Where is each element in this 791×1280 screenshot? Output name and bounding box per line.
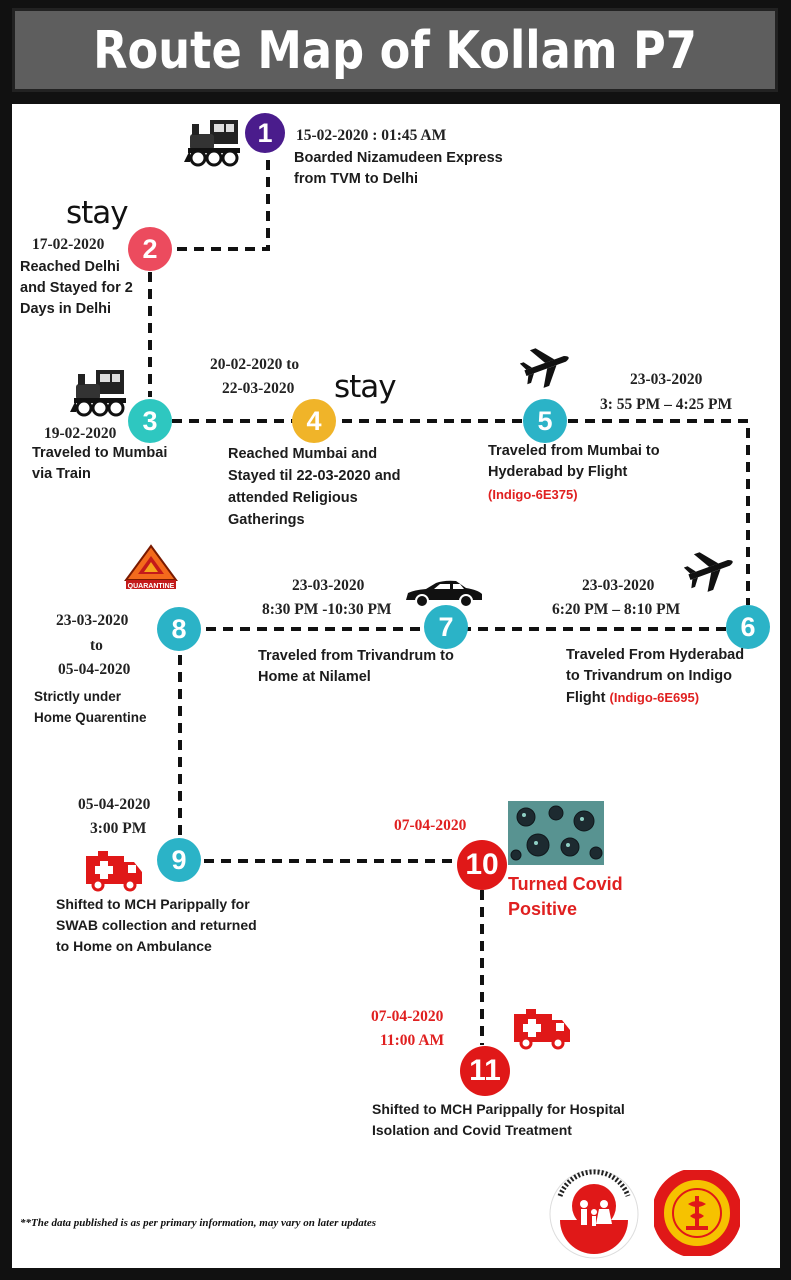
car-icon xyxy=(406,580,482,608)
stay-label-2: stay xyxy=(66,195,129,231)
route-segment-5-6 xyxy=(568,419,750,605)
train-icon xyxy=(70,370,126,417)
stop-6-date-line2: 6:20 PM – 8:10 PM xyxy=(552,601,681,618)
stop-node-9: 9 xyxy=(157,838,201,882)
stop-7-description: Traveled from Trivandrum to Home at Nila… xyxy=(258,648,454,685)
stop-8-date-line2: to xyxy=(90,637,103,654)
stop-node-7: 7 xyxy=(424,605,468,649)
title-banner: Route Map of Kollam P7 xyxy=(12,8,778,92)
stop-node-8: 8 xyxy=(157,607,201,651)
ambulance-icon xyxy=(86,851,142,892)
stay-label-4: stay xyxy=(334,369,397,405)
stop-4-date-line1: 20-02-2020 to xyxy=(210,356,300,373)
stop-11-date-line1: 07-04-2020 xyxy=(371,1008,444,1025)
stop-node-2: 2 xyxy=(128,227,172,271)
stop-9-date-line1: 05-04-2020 xyxy=(78,796,151,813)
ambulance-icon xyxy=(514,1009,570,1050)
stop-node-5: 5 xyxy=(523,399,567,443)
stop-7-date-line2: 8:30 PM -10:30 PM xyxy=(262,601,392,618)
virus-image xyxy=(508,801,604,865)
stop-node-1: 1 xyxy=(245,113,285,153)
route-map-panel xyxy=(12,104,780,1268)
airplane-icon xyxy=(520,348,569,388)
stop-node-6: 6 xyxy=(726,605,770,649)
stop-3-description: Traveled to Mumbai via Train xyxy=(32,445,168,482)
stop-2-description: Reached Delhi and Stayed for 2 Days in D… xyxy=(20,259,133,317)
airplane-icon xyxy=(684,552,733,592)
quarantine-warning-icon: QUARANTINE xyxy=(124,544,178,590)
page-title: Route Map of Kollam P7 xyxy=(93,21,697,81)
route-segment-1-2 xyxy=(172,160,270,251)
stop-6-description-line2: to Trivandrum on Indigo xyxy=(566,668,732,684)
stop-1-description: Boarded Nizamudeen Express from TVM to D… xyxy=(294,150,503,187)
stop-4-date-line2: 22-03-2020 xyxy=(222,380,295,397)
disclaimer-footnote: **The data published is as per primary i… xyxy=(20,1217,376,1229)
stop-9-description: Shifted to MCH Parippally for SWAB colle… xyxy=(56,896,257,954)
stop-11-date-line2: 11:00 AM xyxy=(380,1032,445,1049)
stop-5-date-line2: 3: 55 PM – 4:25 PM xyxy=(600,396,733,413)
stop-8-date-line1: 23-03-2020 xyxy=(56,612,129,629)
stop-10-date: 07-04-2020 xyxy=(394,817,467,834)
stop-8-date-line3: 05-04-2020 xyxy=(58,661,131,678)
stop-6-description-line1: Traveled From Hyderabad xyxy=(566,647,745,663)
national-health-mission-logo xyxy=(549,1169,639,1259)
stop-node-3: 3 xyxy=(128,399,172,443)
stop-1-date: 15-02-2020 : 01:45 AM xyxy=(296,127,447,144)
train-icon xyxy=(184,120,240,167)
stop-2-date: 17-02-2020 xyxy=(32,236,105,253)
stop-5-date-line1: 23-03-2020 xyxy=(630,371,703,388)
department-of-health-services-logo xyxy=(654,1170,740,1256)
stop-4-description: Reached Mumbai and Stayed til 22-03-2020… xyxy=(228,446,401,528)
stop-3-date: 19-02-2020 xyxy=(44,425,117,442)
quarantine-badge-text: QUARANTINE xyxy=(128,583,175,590)
stop-node-11: 11 xyxy=(460,1046,510,1096)
stop-6-description-line3: Flight (Indigo-6E695) xyxy=(566,687,699,709)
stop-node-10: 10 xyxy=(457,840,507,890)
stop-6-flight: (Indigo-6E695) xyxy=(609,690,700,705)
stop-7-date-line1: 23-03-2020 xyxy=(292,577,365,594)
stop-9-date-line2: 3:00 PM xyxy=(90,820,147,837)
stop-8-description: Strictly under Home Quarentine xyxy=(34,689,147,725)
stop-10-description: Turned Covid Positive xyxy=(508,874,623,919)
stop-5-flight: (Indigo-6E375) xyxy=(488,487,578,502)
stop-11-description: Shifted to MCH Parippally for Hospital I… xyxy=(372,1101,625,1138)
stop-6-date-line1: 23-03-2020 xyxy=(582,577,655,594)
stop-node-4: 4 xyxy=(292,399,336,443)
stop-6-flight-word: Flight xyxy=(566,690,606,706)
stop-5-description: Traveled from Mumbai to Hyderabad by Fli… xyxy=(488,443,660,480)
